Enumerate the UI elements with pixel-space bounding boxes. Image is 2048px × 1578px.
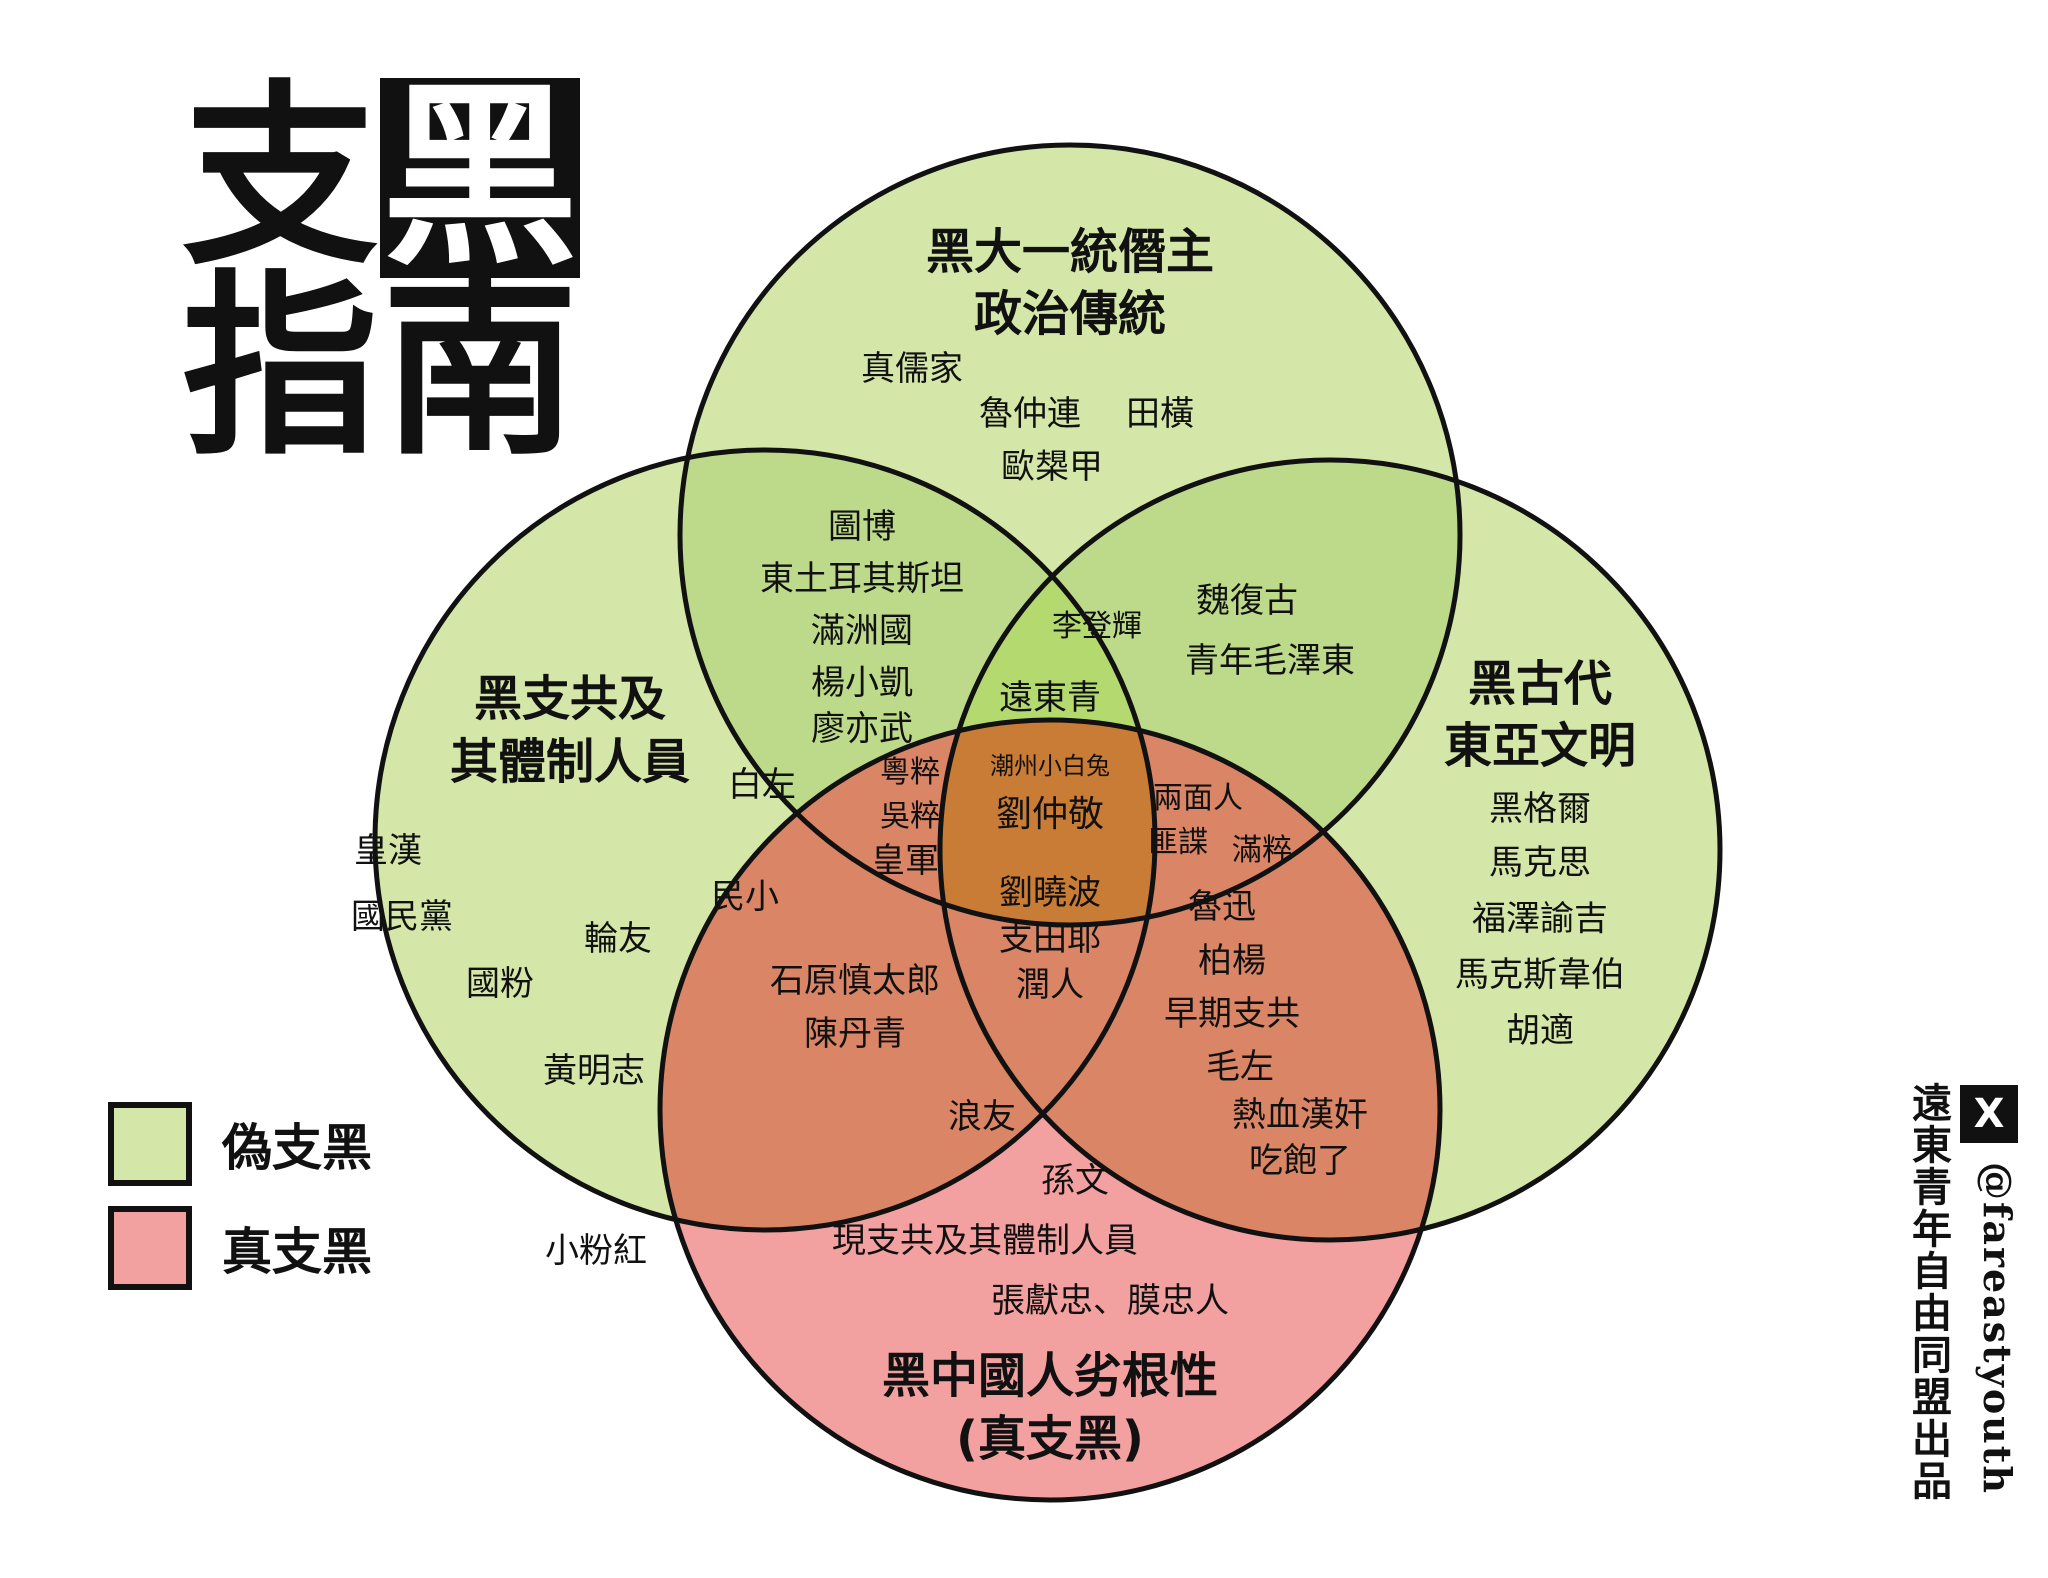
venn-label: 胡適 [1506,1011,1574,1051]
venn-label: 兩面人 [1153,781,1243,816]
circle-left-outline [372,447,1158,1233]
venn-label: 歐槼甲 [1001,447,1103,487]
venn-label: 皇漢 [354,831,422,871]
venn-label: 皇軍 [871,841,939,881]
title-char-1: 支 [181,64,378,292]
venn-label: 廖亦武 [811,709,913,749]
heading-left-1: 黑支共及 [474,671,666,727]
venn-label: 滿粹 [1232,833,1292,868]
venn-label: 輪友 [584,919,652,959]
venn-label: 馬克思 [1489,843,1591,883]
venn-label: 青年毛澤東 [1185,641,1355,681]
legend-swatch-fake [108,1102,192,1186]
venn-label: 劉仲敬 [996,794,1104,835]
circle-bottom-outline [657,717,1443,1503]
venn-label: 浪友 [948,1097,1016,1137]
title-char-4: 南 [381,254,578,482]
venn-label: 孫文 [1041,1161,1109,1201]
venn-label: 福澤諭吉 [1472,899,1608,939]
venn-label: 吳粹 [880,799,940,834]
venn-label: 毛左 [1206,1047,1274,1087]
venn-label: 國民黨 [351,897,453,937]
venn-label: 石原慎太郎 [770,961,940,1001]
venn-label: 東土耳其斯坦 [760,559,964,599]
venn-label: 圖博 [828,507,896,547]
venn-label: 粵粹 [880,755,940,790]
venn-label: 魯仲連 [979,394,1081,434]
venn-label: 真儒家 [861,349,963,389]
circle-right-outline [937,457,1723,1243]
venn-label: 陳丹青 [804,1014,906,1054]
title-char-2: 黑 [380,64,580,292]
social-handle: @fareastyouth [1975,1162,2020,1495]
circle-top-outline [677,142,1463,928]
heading-bottom-2: (真支黑) [956,1411,1144,1467]
venn-label: 熱血漢奸 [1232,1095,1368,1135]
venn-label: 魏復古 [1196,581,1298,621]
venn-label: 潮州小白兔 [990,752,1110,780]
heading-right-1: 黑古代 [1468,656,1612,712]
venn-label: 匪諜 [1148,825,1208,860]
venn-label: 黃明志 [543,1051,645,1091]
venn-label: 早期支共 [1164,994,1300,1034]
venn-label: 滿洲國 [811,611,913,651]
venn-label: 小粉紅 [545,1231,647,1271]
venn-label: 田橫 [1126,394,1194,434]
venn-label: 黑格爾 [1489,789,1591,829]
venn-label: 潤人 [1016,965,1084,1005]
heading-right-2: 東亞文明 [1444,718,1636,774]
title-char-3: 指 [181,254,378,482]
venn-label: 吃飽了 [1249,1141,1351,1181]
heading-top-1: 黑大一統僭主 [926,224,1214,280]
venn-label: 國粉 [466,964,534,1004]
venn-label: 遠東青 [999,678,1101,718]
venn-label: 民小 [711,877,779,917]
heading-bottom-1: 黑中國人劣根性 [882,1348,1218,1404]
venn-label: 魯迅 [1188,887,1256,927]
heading-left-2: 其體制人員 [450,734,690,790]
venn-label: 馬克斯韋伯 [1455,955,1625,995]
organization-credit: 遠東青年自由同盟出品 [1905,1082,1952,1502]
venn-label: 張獻忠、膜忠人 [991,1281,1229,1321]
legend-label-real: 真支黑 [222,1223,372,1281]
legend-swatch-real [108,1206,192,1290]
venn-label: 白左 [728,765,796,805]
venn-label: 李登輝 [1052,609,1142,644]
heading-top-2: 政治傳統 [974,286,1166,342]
venn-label: 劉曉波 [999,873,1101,913]
overlap-bottom-right [940,720,1440,1240]
venn-label: 柏楊 [1198,941,1266,981]
legend-label-fake: 偽支黑 [222,1119,372,1177]
x-logo-icon: X [1960,1085,2018,1143]
venn-label: 現支共及其體制人員 [832,1221,1138,1261]
venn-label: 楊小凱 [811,663,913,703]
venn-label: 支田耶 [999,919,1101,959]
